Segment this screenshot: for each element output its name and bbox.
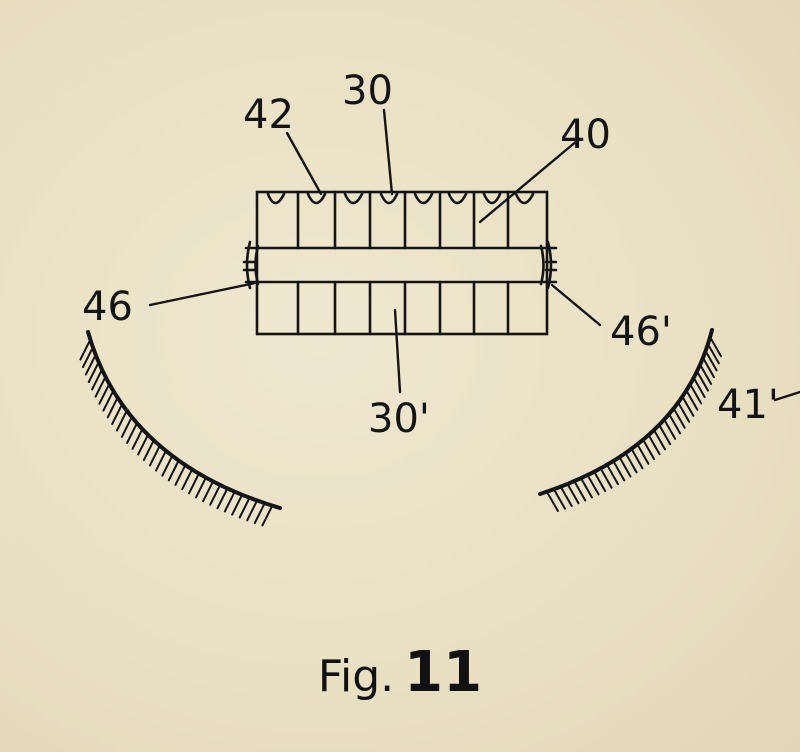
hatch-mark [82,346,94,369]
hatch-mark [188,472,200,495]
hatch-mark [658,423,672,446]
hatch-mark [106,396,119,419]
hatch-mark [586,474,600,496]
leader-46-prime [550,283,602,327]
leader-42 [285,131,323,196]
hatch-mark [111,403,124,425]
hatch-mark [161,454,174,477]
left-pole-piece [86,330,282,510]
hatch-mark [223,490,236,513]
hatch-mark [573,480,587,502]
hatch-mark [663,418,677,440]
reference-labels: 42 30 40 46 46' 30' 41' [82,68,779,442]
hatch-mark [685,389,699,411]
hatch-mark [181,468,194,491]
leader-30-prime [393,308,402,394]
hatch-mark [84,353,97,376]
hatch-mark [706,343,720,365]
hatch-mark [246,499,259,522]
caption-number: 11 [404,640,483,705]
leader-41-prime [773,390,800,402]
conductor-slots [266,192,535,205]
hatch-mark [566,483,580,505]
hatch-mark [672,407,686,429]
hatch-mark [593,470,607,493]
leader-lines [148,108,800,402]
hatch-mark [79,338,92,361]
hatch-mark [98,382,111,405]
hatch-mark [704,350,718,372]
hatch-mark [647,434,661,456]
hatch-mark [653,429,666,451]
hatch-mark [216,487,229,510]
hatch-mark [642,438,656,461]
label-30-prime: 30' [368,396,430,442]
central-shaft [242,240,558,290]
hatch-mark [231,493,244,516]
hatch-mark [238,496,251,519]
left-pole-hatching [79,338,274,527]
hatch-mark [91,368,103,391]
hatch-mark [120,416,133,438]
hatch-mark [599,467,613,489]
hatch-mark [131,428,144,450]
hatch-mark [126,422,138,444]
leader-46 [148,281,257,307]
hatch-mark [636,443,650,465]
leader-30 [382,108,394,196]
hatch-mark [155,449,167,472]
hatch-mark [115,409,128,432]
hatch-mark [545,490,559,512]
label-30: 30 [342,68,393,114]
upper-dividers [296,190,510,250]
hatch-mark [709,336,723,358]
label-42: 42 [243,92,294,138]
assembly-outline [255,190,549,336]
caption-prefix: Fig. [317,651,395,702]
label-40: 40 [560,112,611,158]
hatch-mark [174,464,187,486]
hatch-mark [87,361,100,383]
label-46: 46 [82,284,133,330]
hatch-mark [167,459,180,482]
hatch-mark [681,395,695,417]
hatch-mark [630,447,644,470]
hatch-mark [552,488,566,510]
hatch-mark [580,477,593,499]
pole-pieces [79,328,723,527]
hatch-mark [689,383,703,405]
hatch-mark [677,401,691,423]
label-46-prime: 46' [610,309,672,355]
figure-caption: Fig.11 [0,640,800,705]
hatch-mark [699,363,713,385]
hatch-mark [253,502,266,524]
right-pole-hatching [545,336,723,512]
hatch-mark [559,485,573,507]
lower-dividers [296,280,510,336]
hatch-mark [102,389,115,412]
hatch-mark [702,356,715,379]
hatch-mark [142,439,155,462]
hatch-mark [261,504,274,527]
leader-40 [478,138,580,224]
hatch-mark [209,484,222,506]
coil-assembly [242,190,558,336]
hatch-mark [606,463,619,486]
hatch-mark [137,433,149,456]
hatch-mark [618,456,632,478]
hatch-mark [202,480,214,503]
hatch-mark [148,444,161,467]
hatch-mark [696,370,709,392]
hatch-mark [668,413,682,435]
hatch-mark [195,476,207,499]
label-41-prime: 41' [717,382,779,428]
hatch-mark [612,460,626,482]
hatch-mark [624,452,638,474]
hatch-mark [692,376,706,399]
hatch-mark [94,375,107,398]
